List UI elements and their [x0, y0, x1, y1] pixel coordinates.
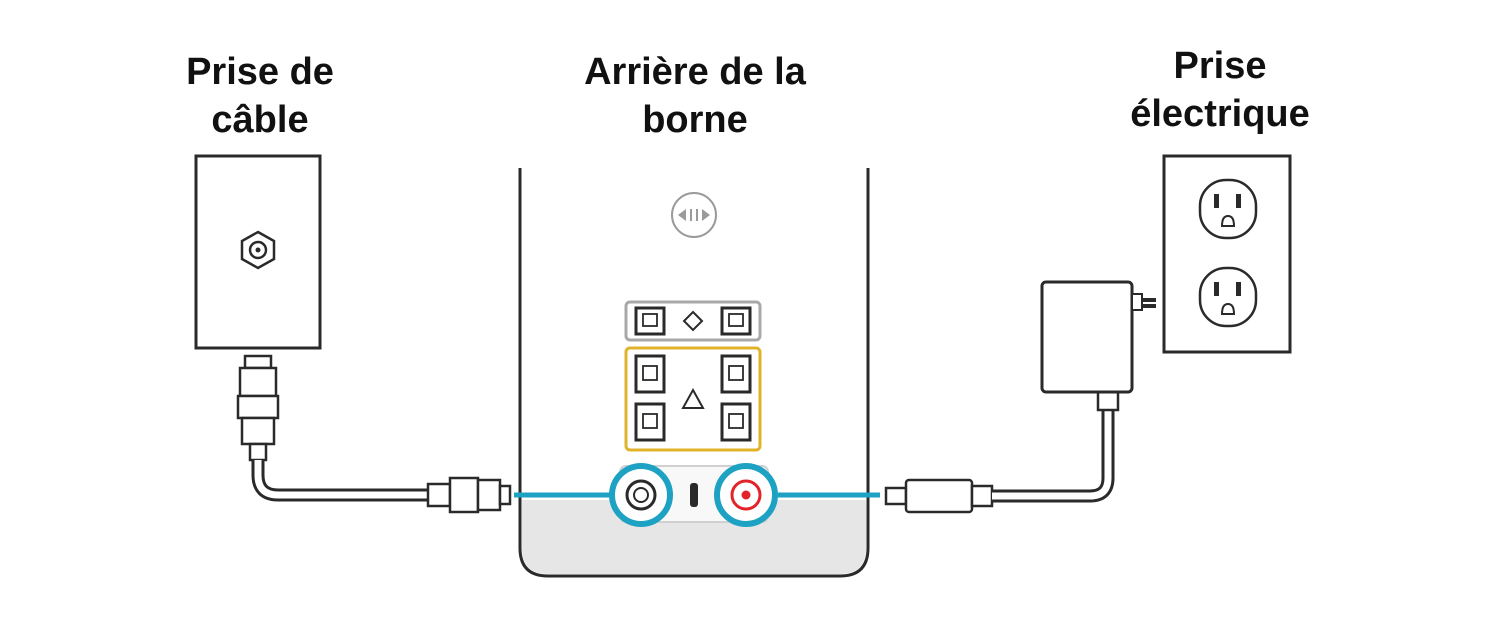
pairing-arrows-icon [671, 192, 717, 238]
power-wall-outlet [1162, 154, 1292, 354]
power-outlet-label-line1: Prise [1173, 45, 1267, 87]
coax-wall-plate [194, 154, 322, 350]
ethernet-port-icon [720, 402, 752, 442]
cable-outlet-label-line2: câble [211, 99, 309, 141]
triangle-icon [681, 387, 705, 409]
bottom-port-panel [609, 463, 778, 527]
coax-wall-connector-icon [240, 230, 276, 270]
power-adapter [1040, 280, 1156, 412]
cable-outlet-label-line1: Prise de [186, 51, 334, 93]
station-back-label-line1: Arrière de la [584, 51, 806, 93]
base-station [518, 168, 870, 578]
ethernet-port-icon [720, 306, 752, 336]
station-back-label-line2: borne [642, 99, 748, 141]
power-outlet-label: Prise électrique [1100, 42, 1340, 138]
power-cable [884, 410, 1115, 514]
power-outlet-label-line2: électrique [1130, 93, 1310, 135]
outlet-socket-icon [1198, 178, 1258, 240]
outlet-socket-icon [1198, 266, 1258, 328]
ethernet-port-icon [720, 354, 752, 394]
lan-port-group [624, 346, 762, 452]
power-port-icon [714, 463, 778, 527]
coax-cable [236, 354, 512, 514]
wan-port-group [624, 300, 762, 342]
reset-button-icon [690, 483, 698, 507]
station-back-label: Arrière de la borne [555, 48, 835, 144]
cable-outlet-label: Prise de câble [160, 48, 360, 144]
ethernet-port-icon [634, 402, 666, 442]
diamond-icon [682, 310, 704, 332]
coax-port-icon [609, 463, 673, 527]
ethernet-port-icon [634, 354, 666, 394]
ethernet-port-icon [634, 306, 666, 336]
